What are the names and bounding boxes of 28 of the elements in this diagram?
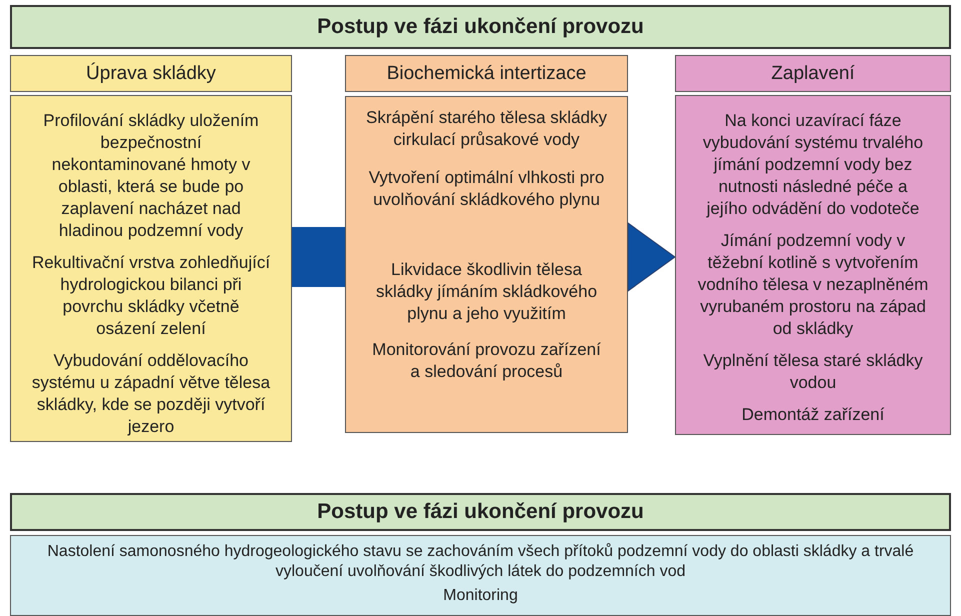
step-text: Likvidace škodlivin tělesa skládky jímáním skládkového plynu a jeho využitím	[374, 259, 598, 325]
step-text: Vybudování oddělovacího systému u západní větve tělesa skládky, kde se později vytvoří jezero	[31, 350, 271, 438]
step-text: Monitorování provozu zařízení a sledování procesů	[371, 339, 602, 383]
step-text: Monitoring	[442, 586, 519, 606]
column-header	[345, 55, 628, 92]
column-header	[10, 55, 292, 92]
header-text: Biochemická intertizace	[386, 62, 586, 84]
step-text: Jímání podzemní vody v těžební kotlině s vytvořením vodního tělesa v nezaplněném vyrubaném prostoru na západ od skládky	[696, 230, 930, 340]
step-text: Nastolení samonosného hydrogeologického stavu se zachováním všech přítoků podzemní vody do oblasti skládky a trvalé vyloučení uvolňování škodlivých látek do podzemních vod	[46, 542, 915, 582]
step-text: Na konci uzavírací fáze vybudování systému trvalého jímání podzemní vody bez nutnosti následné péče a jejího odvádění do vodoteče	[702, 110, 924, 220]
header-text: Zaplavení	[771, 62, 855, 84]
title-band	[10, 5, 951, 49]
step-text: Vyplnění tělesa staré skládky vodou	[702, 350, 924, 394]
title-text: Postup ve fázi ukončení provozu	[317, 501, 644, 523]
step-list-box	[675, 95, 951, 435]
summary-box	[10, 535, 951, 616]
title-band	[10, 493, 951, 531]
step-text: Demontáž zařízení	[740, 404, 886, 426]
block-arrow	[628, 222, 676, 292]
header-text: Úprava skládky	[86, 62, 216, 84]
step-text: Vytvoření optimální vlhkosti pro uvolňování skládkového plynu	[368, 167, 606, 211]
step-text: Skrápění starého tělesa skládky cirkulací průsakové vody	[366, 107, 607, 151]
column-header	[675, 55, 951, 92]
title-text: Postup ve fázi ukončení provozu	[317, 16, 644, 38]
step-list-box	[10, 95, 292, 442]
step-list-box	[345, 96, 628, 433]
step-text: Rekultivační vrstva zohledňující hydrologickou bilanci při povrchu skládky včetně osázení zelení	[31, 252, 271, 340]
step-text: Profilování skládky uložením bezpečnostní nekontaminované hmoty v oblasti, která se bude po zaplavení nacházet nad hladinou podzemní vody	[42, 110, 260, 242]
